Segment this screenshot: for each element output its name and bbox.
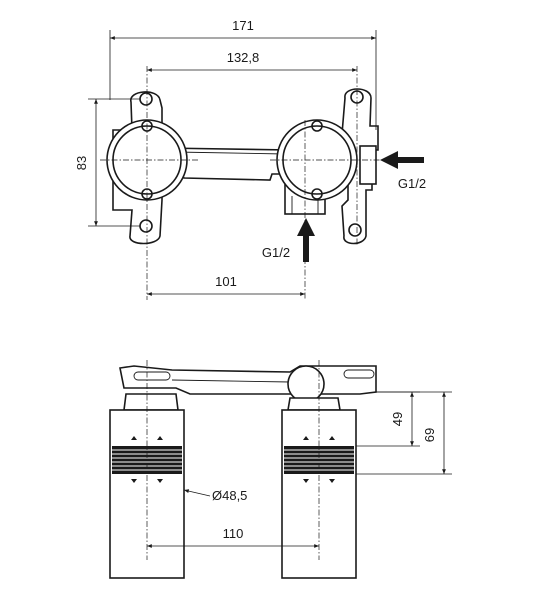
dim-diameter: Ø48,5: [212, 488, 247, 503]
side-view: 49 69 Ø48,5 110: [109, 360, 452, 579]
top-view: 171 132,8 83 101 G1/2 G1/2: [74, 18, 426, 300]
side-inlet-nozzle: [359, 145, 377, 185]
side-inlet-label: G1/2: [398, 176, 426, 191]
side-inlet-arrow: [380, 151, 424, 169]
bottom-inlet-label: G1/2: [262, 245, 290, 260]
screw-hole: [311, 188, 323, 200]
side-right-knob: [287, 365, 325, 403]
screw-hole: [311, 120, 323, 132]
dim-height: 83: [74, 156, 89, 170]
dim-inlet-distance: 101: [215, 274, 237, 289]
dim-depth-short: 49: [390, 412, 405, 426]
mounting-hole: [348, 223, 362, 237]
bottom-inlet-arrow: [297, 218, 315, 262]
dim-hole-spacing: 132,8: [227, 50, 260, 65]
dim-overall-width: 171: [232, 18, 254, 33]
dim-sleeve-spacing: 110: [223, 526, 244, 541]
dim-depth-long: 69: [422, 428, 437, 442]
